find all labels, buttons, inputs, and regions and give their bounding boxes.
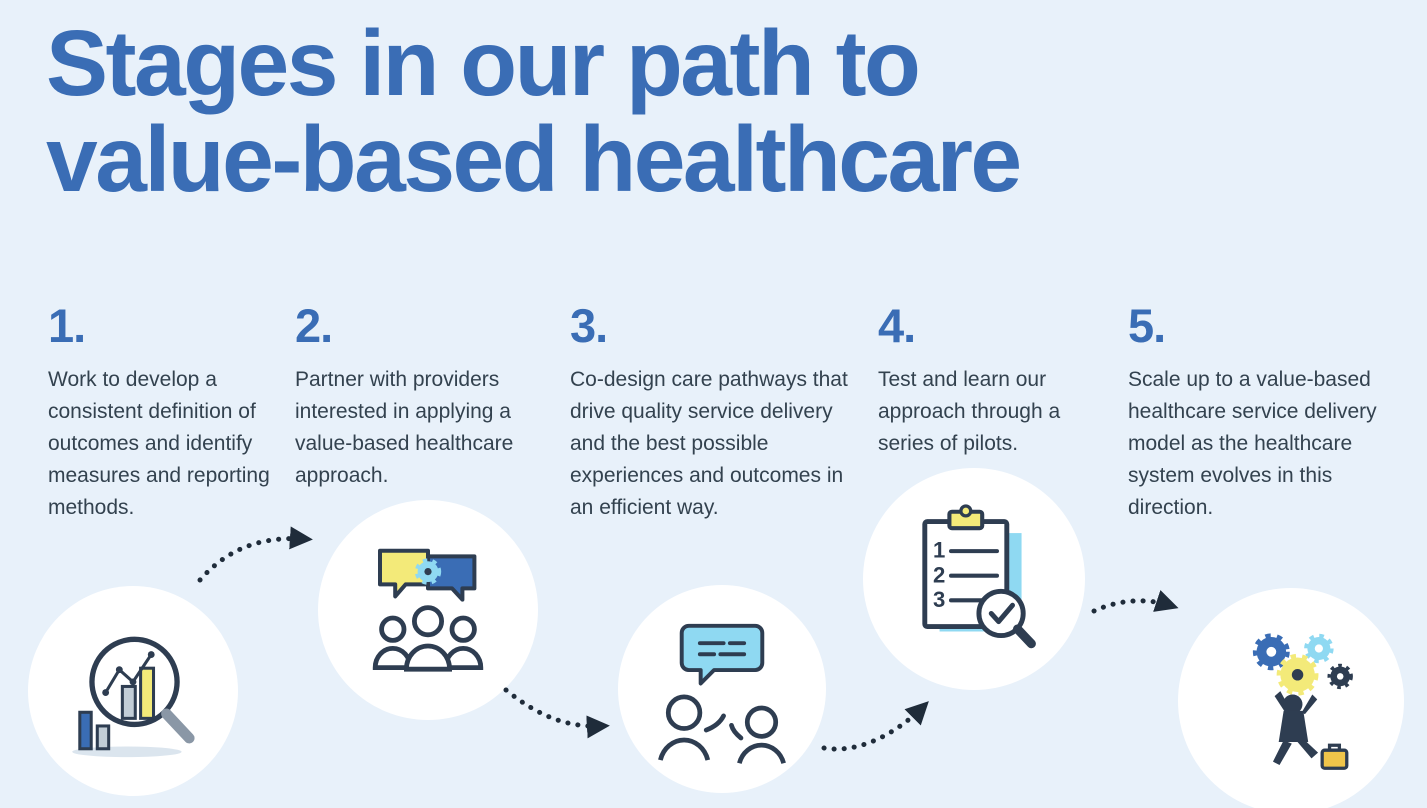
gear-blue — [1252, 633, 1290, 671]
checklist-item-1: 1 — [933, 538, 945, 563]
gear-yellow — [1276, 653, 1319, 696]
clipboard-checklist-icon: 1 2 3 — [922, 504, 1036, 649]
bar-chart-magnifier-icon — [72, 636, 195, 758]
page-title-line2: value-based healthcare — [46, 106, 1022, 211]
walking-person — [1272, 691, 1319, 765]
stage-4-icon-circle: 1 2 3 — [863, 468, 1085, 690]
page-title-line1: Stages in our path to — [46, 11, 921, 115]
stage-5-description: Scale up to a value-based healthcare ser… — [1128, 368, 1377, 519]
dotted-arrow-1-2 — [197, 526, 313, 583]
stage-1-icon-circle — [28, 586, 238, 796]
dotted-arrow-3-4 — [821, 701, 929, 752]
stage-4-description: Test and learn our approach through a se… — [878, 368, 1061, 455]
person-carrying-gears-icon — [1252, 633, 1353, 770]
conversation-icon — [658, 623, 786, 764]
gear-light-blue — [1304, 633, 1334, 664]
speech-bubbles-team-icon — [372, 548, 484, 672]
checklist-item-3: 3 — [933, 587, 945, 612]
checklist-item-2: 2 — [933, 562, 945, 587]
stage-5-number: 5. — [1128, 299, 1166, 352]
stage-5-icon-circle — [1178, 588, 1404, 808]
stage-1-description: Work to develop a consistent definition … — [48, 368, 270, 519]
stage-3-number: 3. — [570, 299, 608, 352]
dotted-arrow-2-3 — [503, 687, 610, 739]
stage-1-number: 1. — [48, 299, 86, 352]
page-title: Stages in our path to value-based health… — [46, 11, 1022, 211]
briefcase — [1320, 748, 1349, 770]
dotted-arrow-4-5 — [1091, 590, 1179, 614]
stage-3-icon-circle — [618, 585, 826, 793]
stage-2-number: 2. — [295, 299, 333, 352]
stage-2-icon-circle — [318, 500, 538, 720]
stage-4-number: 4. — [878, 299, 916, 352]
stage-3-description: Co-design care pathways that drive quali… — [570, 368, 848, 519]
stage-2-description: Partner with providers interested in app… — [295, 368, 514, 487]
gear-navy — [1327, 663, 1353, 690]
